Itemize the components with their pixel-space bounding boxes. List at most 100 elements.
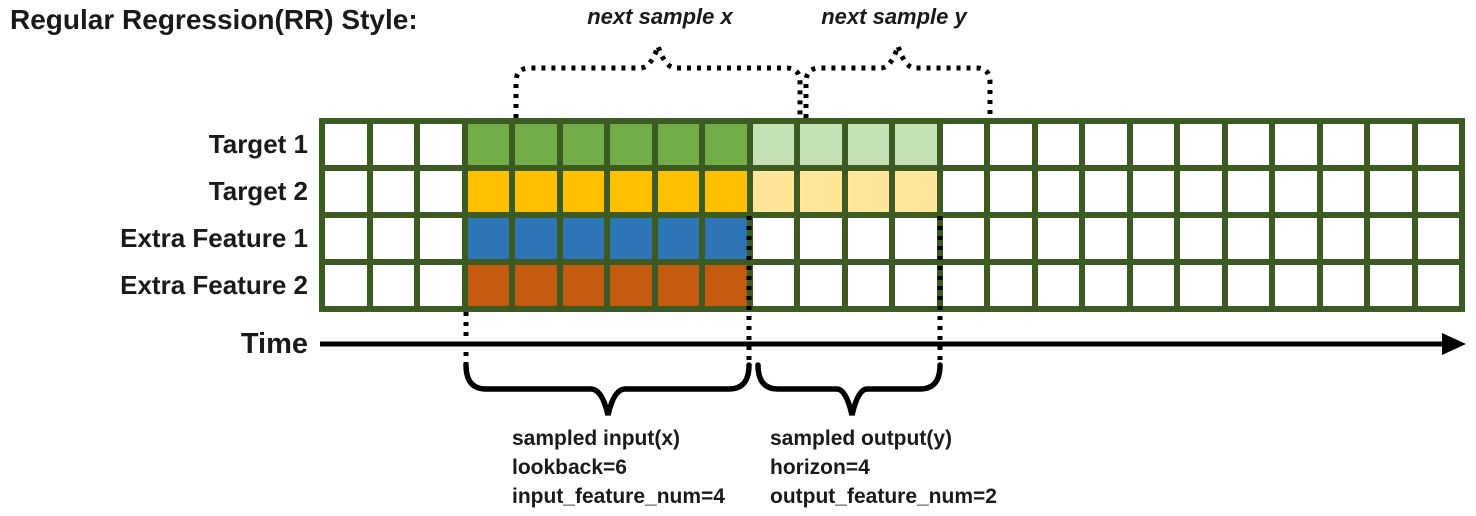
grid-cell xyxy=(1322,171,1364,212)
time-axis-label: Time xyxy=(240,328,308,360)
grid-cell xyxy=(1132,124,1174,165)
grid-cell xyxy=(705,265,747,306)
grid-cell xyxy=(800,171,842,212)
grid-cell xyxy=(515,218,557,259)
grid-cell xyxy=(1370,171,1412,212)
grid-cell xyxy=(1275,171,1317,212)
grid-cell xyxy=(372,124,414,165)
grid-cell xyxy=(467,171,509,212)
grid-cell xyxy=(372,171,414,212)
grid-cell xyxy=(752,171,794,212)
grid-cell xyxy=(562,124,604,165)
sampled-input-brace xyxy=(463,362,752,416)
grid-cell xyxy=(1417,124,1459,165)
grid-cell xyxy=(372,218,414,259)
grid-cell xyxy=(610,124,652,165)
grid-cell xyxy=(515,171,557,212)
next-sample-x-brace xyxy=(513,37,803,118)
grid-cell xyxy=(990,124,1032,165)
row-label-extra-feature-1: Extra Feature 1 xyxy=(120,223,308,253)
grid-cell xyxy=(1417,265,1459,306)
grid-cell xyxy=(752,218,794,259)
output-feature-num-value: output_feature_num=2 xyxy=(770,485,997,508)
grid-cell xyxy=(1085,124,1127,165)
grid-cell xyxy=(1037,171,1079,212)
grid-cell xyxy=(895,124,937,165)
grid-cell xyxy=(1037,265,1079,306)
row-label-target-1: Target 1 xyxy=(208,129,308,159)
grid-cell xyxy=(562,218,604,259)
grid-cell xyxy=(420,218,462,259)
grid-cell xyxy=(752,265,794,306)
grid-cell xyxy=(942,265,984,306)
grid-cell xyxy=(942,124,984,165)
grid-cell xyxy=(1132,218,1174,259)
grid-cell xyxy=(325,218,367,259)
grid-cell xyxy=(847,218,889,259)
grid-cell xyxy=(1085,218,1127,259)
grid-cell xyxy=(752,124,794,165)
row-label-target-2: Target 2 xyxy=(208,176,308,206)
grid-cell xyxy=(515,265,557,306)
sampled-output-brace xyxy=(755,362,943,416)
grid-cell xyxy=(705,218,747,259)
grid-cell xyxy=(467,265,509,306)
time-arrow-head xyxy=(1442,333,1466,355)
grid-cell xyxy=(1227,218,1269,259)
grid-cell xyxy=(1180,124,1222,165)
grid-cell xyxy=(325,265,367,306)
grid-cell xyxy=(1037,124,1079,165)
grid-cell xyxy=(1132,265,1174,306)
grid-cell xyxy=(1227,171,1269,212)
grid-cell xyxy=(800,265,842,306)
lookback-value: lookback=6 xyxy=(512,456,627,479)
grid-cell xyxy=(942,171,984,212)
grid-cell xyxy=(1132,171,1174,212)
grid-cell xyxy=(1322,124,1364,165)
grid-cell xyxy=(467,124,509,165)
grid-cell xyxy=(420,171,462,212)
input-feature-num-value: input_feature_num=4 xyxy=(512,485,725,508)
grid-cell xyxy=(1322,265,1364,306)
grid-cell xyxy=(1085,265,1127,306)
grid-cell xyxy=(1417,218,1459,259)
grid-cell xyxy=(420,265,462,306)
grid-cell xyxy=(895,218,937,259)
page-title: Regular Regression(RR) Style: xyxy=(10,4,418,35)
grid-cell xyxy=(657,124,699,165)
timeseries-grid xyxy=(319,118,1465,312)
grid-cell xyxy=(1227,124,1269,165)
grid-cell xyxy=(705,124,747,165)
grid-cell xyxy=(467,218,509,259)
horizon-value: horizon=4 xyxy=(770,456,870,479)
grid-cell xyxy=(990,171,1032,212)
grid-cell xyxy=(800,124,842,165)
grid-cell xyxy=(420,124,462,165)
row-label-extra-feature-2: Extra Feature 2 xyxy=(120,270,308,300)
grid-cell xyxy=(657,218,699,259)
grid-cell xyxy=(515,124,557,165)
sampled-output-annotation: sampled output(y) horizon=4 output_featu… xyxy=(770,424,997,511)
grid-cell xyxy=(1037,218,1079,259)
grid-cell xyxy=(942,218,984,259)
grid-cell xyxy=(895,171,937,212)
grid-cell xyxy=(610,171,652,212)
grid-cell xyxy=(1180,218,1222,259)
grid-cell xyxy=(1370,265,1412,306)
grid-cell xyxy=(800,218,842,259)
grid-cell xyxy=(1417,171,1459,212)
grid-cell xyxy=(610,265,652,306)
grid-cell xyxy=(1085,171,1127,212)
next-sample-y-label: next sample y xyxy=(821,4,967,29)
grid-cell xyxy=(1275,265,1317,306)
grid-cell xyxy=(610,218,652,259)
grid-cell xyxy=(705,171,747,212)
grid-cell xyxy=(325,171,367,212)
grid-cell xyxy=(372,265,414,306)
grid-cell xyxy=(1275,218,1317,259)
grid-cell xyxy=(847,265,889,306)
next-sample-y-brace xyxy=(803,37,993,118)
grid-cell xyxy=(1370,218,1412,259)
grid-cell xyxy=(657,171,699,212)
